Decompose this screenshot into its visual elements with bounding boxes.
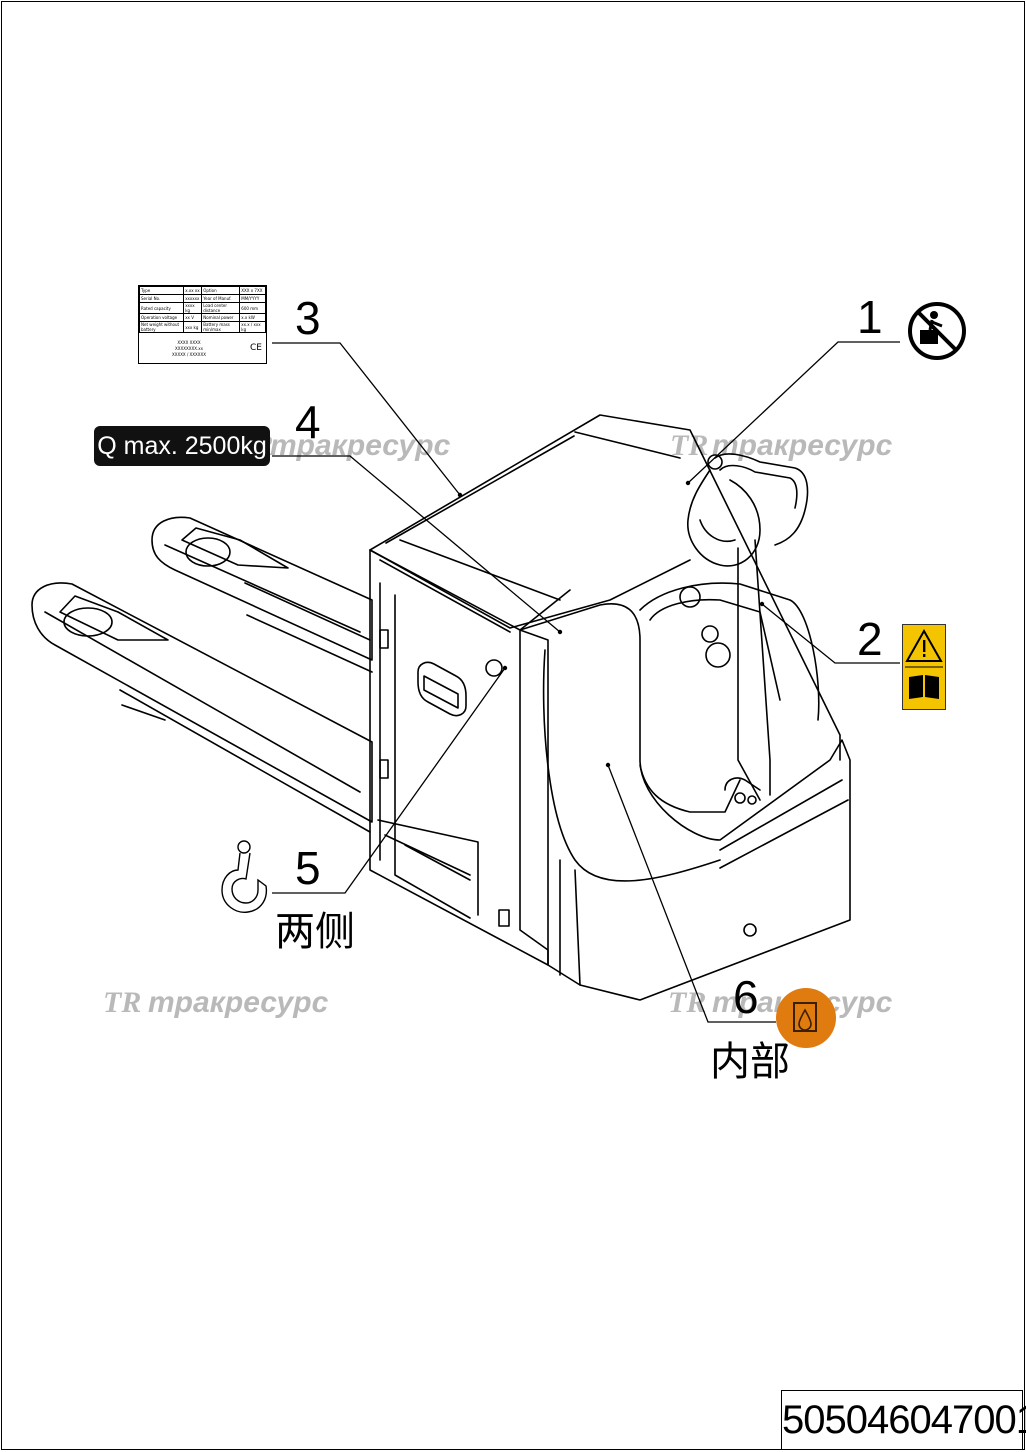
no-standing-prohibition-icon: [908, 302, 966, 360]
callout-2: 2: [857, 613, 883, 665]
callout-1: 1: [857, 291, 883, 343]
warning-read-manual-icon: [902, 624, 946, 710]
callout-6: 6: [733, 971, 759, 1023]
lifting-hook-icon: [221, 840, 268, 913]
leader-lines: [272, 341, 900, 1023]
svg-text:тракресурс: тракресурс: [148, 986, 329, 1019]
leader-5: [272, 667, 506, 894]
leader-6: [607, 764, 776, 1023]
watermark-bottom-left: ТR тракресурс: [103, 986, 329, 1019]
callout-5: 5: [295, 842, 321, 894]
leader-2: [761, 603, 900, 664]
ce-mark: CE: [250, 343, 262, 353]
svg-text:тракресурс: тракресурс: [712, 429, 893, 462]
part-number: 505046047001: [781, 1390, 1026, 1450]
leader-dots: [457, 480, 765, 768]
svg-text:ТR: ТR: [103, 986, 141, 1019]
capacity-label: Q max. 2500kg: [94, 426, 270, 466]
leader-3: [272, 342, 461, 496]
callout-3: 3: [295, 292, 321, 344]
inside-label: 内部: [710, 1039, 790, 1085]
truck-outline: [31, 414, 851, 1001]
leader-4: [272, 455, 561, 633]
watermark-top-right: ТR тракресурс: [670, 429, 893, 462]
leader-1: [687, 341, 900, 484]
callout-4: 4: [295, 396, 321, 448]
nameplate-footer: XXXX XXXX XXXXXXXX.xx XXXXX / XXXXXX: [171, 340, 207, 357]
hydraulic-oil-icon: [776, 988, 836, 1048]
both-sides-label: 两侧: [275, 909, 355, 955]
